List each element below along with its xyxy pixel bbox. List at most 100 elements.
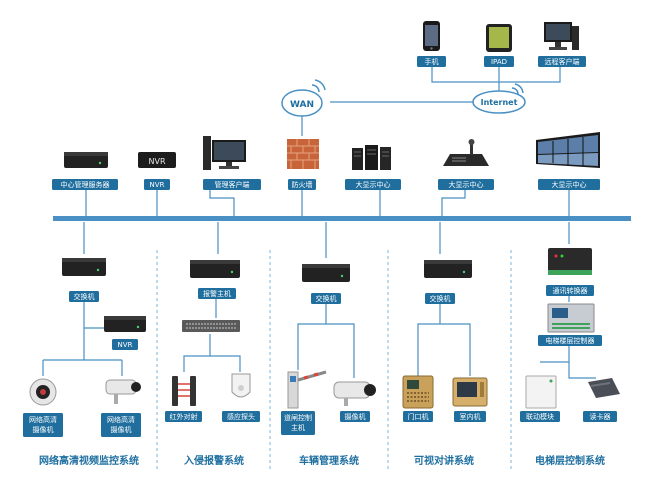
parking-switch-label: 交换机 (316, 294, 337, 303)
video-camera-2-label-line1: 网络高清 (107, 415, 135, 424)
internet-cloud-icon (472, 83, 526, 114)
firewall-icon (287, 139, 319, 169)
phone-device: 手机 (417, 21, 446, 67)
desktop-computer-icon (544, 22, 579, 50)
video-wall-icon (536, 132, 600, 168)
remote-client-label: 远程客户端 (545, 57, 580, 66)
subsystem-dividers (156, 250, 512, 472)
nvr-box-icon (104, 316, 146, 332)
server-rack-icon (352, 145, 391, 170)
elevator-linkage-module: 联动模块 (520, 375, 560, 422)
wan-label: WAN (290, 100, 314, 110)
nvr-top-label: NVR (150, 181, 165, 189)
center-server-device: 中心管理服务器 (52, 152, 118, 190)
alarm-host-box-icon (190, 260, 240, 278)
internet-cloud: Internet (472, 83, 526, 114)
display-center-1-device: 大显示中心 (345, 145, 401, 190)
parking-camera: 摄像机 (333, 381, 376, 422)
intercom-switch: 交换机 (424, 260, 472, 304)
alarm-sensor-label: 感应探头 (227, 412, 255, 421)
elevator-linkage-label: 联动模块 (526, 412, 554, 421)
elevator-card-reader-label: 读卡器 (590, 412, 611, 421)
parking-switch: 交换机 (302, 264, 350, 304)
rack-switch-icon (182, 320, 240, 332)
center-server-label: 中心管理服务器 (61, 180, 110, 189)
remote-client-device: 远程客户端 (538, 22, 586, 67)
video-camera-1-label-line2: 摄像机 (33, 425, 54, 434)
alarm-ir-beam: 红外对射 (165, 376, 202, 422)
intercom-door-unit: 门口机 (402, 375, 434, 422)
barrier-gate-icon (287, 370, 327, 409)
intercom-indoor-unit: 室内机 (452, 377, 488, 422)
nvr-top-device: NVR NVR (138, 152, 176, 190)
video-camera-1-label-line1: 网络高清 (29, 415, 57, 424)
video-switch-label: 交换机 (74, 292, 95, 301)
network-bus (53, 216, 631, 221)
door-station-icon (402, 375, 434, 409)
intercom-indoor-label: 室内机 (460, 412, 481, 421)
alarm-motion-sensor: 感应探头 (222, 373, 260, 422)
wan-cloud: WAN (281, 79, 326, 117)
keyboard-controller-icon (443, 139, 489, 166)
elevator-converter-label: 通讯转换器 (553, 286, 588, 295)
video-switch: 交换机 (62, 258, 106, 302)
firewall-device: 防火墙 (287, 139, 319, 190)
switch-box-icon (302, 264, 350, 282)
ipad-label: IPAD (491, 58, 507, 66)
card-reader-icon (588, 378, 620, 398)
parking-gate: 道闸控制 主机 (281, 370, 327, 435)
elevator-floor-ctrl-label: 电梯楼层控制器 (546, 336, 595, 345)
motion-sensor-icon (231, 373, 251, 398)
linkage-box-icon (525, 375, 557, 409)
video-nvr-label: NVR (118, 341, 133, 349)
connector-lines (42, 66, 596, 379)
intercom-switch-label: 交换机 (430, 294, 451, 303)
converter-module-icon (548, 248, 592, 275)
alarm-ir-label: 红外对射 (170, 412, 198, 421)
mgmt-client-label: 管理客户端 (215, 180, 250, 189)
firewall-label: 防火墙 (292, 180, 313, 189)
elevator-floor-controller: 电梯楼层控制器 (538, 303, 602, 346)
display-center-2-device: 大显示中心 (438, 139, 494, 190)
alarm-host: 报警主机 (190, 260, 240, 299)
video-system-title: 网络高清视频监控系统 (39, 454, 139, 467)
server-box-icon (64, 152, 108, 168)
ipad-device: IPAD (484, 24, 514, 67)
phone-icon (423, 21, 440, 51)
display-center-1-label: 大显示中心 (356, 180, 391, 189)
internet-label: Internet (481, 98, 518, 107)
switch-box-icon (62, 258, 106, 276)
wan-cloud-icon (281, 79, 326, 117)
video-camera-2-label-line2: 摄像机 (111, 425, 132, 434)
desktop-computer-icon (203, 136, 246, 170)
bullet-camera-icon (105, 379, 141, 404)
nvr-box-icon: NVR (138, 152, 176, 168)
dome-camera-icon (29, 378, 57, 406)
indoor-monitor-icon (452, 377, 488, 407)
ipad-icon (486, 24, 512, 52)
alarm-network-switch (182, 320, 240, 332)
video-nvr: NVR (104, 316, 146, 350)
svg-text:NVR: NVR (148, 157, 165, 166)
parking-system-title: 车辆管理系统 (299, 454, 359, 467)
video-camera-2: 网络高清 摄像机 (101, 379, 141, 437)
alarm-host-label: 报警主机 (203, 289, 231, 298)
elevator-converter: 通讯转换器 (546, 248, 594, 296)
display-center-3-device: 大显示中心 (536, 132, 600, 190)
intercom-door-label: 门口机 (408, 412, 429, 421)
parking-gate-label-line2: 主机 (291, 423, 305, 432)
elevator-system-title: 电梯层控制系统 (535, 454, 605, 467)
infrared-beam-icon (172, 376, 196, 406)
parking-gate-label-line1: 道闸控制 (284, 413, 312, 422)
video-camera-1: 网络高清 摄像机 (23, 378, 63, 437)
intercom-system-title: 可视对讲系统 (414, 454, 474, 467)
parking-camera-label: 摄像机 (345, 412, 366, 421)
display-center-3-label: 大显示中心 (552, 180, 587, 189)
mgmt-client-device: 管理客户端 (203, 136, 261, 190)
elevator-card-reader: 读卡器 (583, 378, 620, 422)
bullet-camera-icon (333, 381, 376, 406)
alarm-system-title: 入侵报警系统 (184, 454, 244, 467)
switch-box-icon (424, 260, 472, 278)
controller-board-icon (547, 303, 595, 333)
